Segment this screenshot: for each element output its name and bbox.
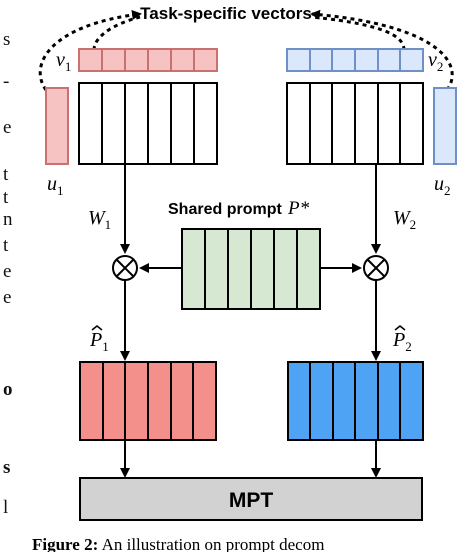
svg-text:P2: P2 (392, 329, 412, 354)
left-margin-char: l (3, 497, 9, 518)
left-margin-char: e (3, 117, 12, 138)
v2-vector (286, 48, 424, 72)
mpt-block (79, 477, 423, 521)
v1-vector (78, 48, 218, 72)
left-margin-char: e (3, 287, 12, 308)
shared-prompt-block (181, 228, 321, 310)
u1-label: u1 (47, 173, 64, 198)
multiply-icon-left (112, 255, 138, 281)
svg-text:P1: P1 (89, 329, 109, 354)
v1-label: v1 (56, 49, 71, 74)
left-margin-char: t (3, 164, 9, 185)
w1-label: W1 (88, 207, 111, 232)
dotted-arc-right-inner (311, 15, 406, 51)
left-margin-char: s (3, 29, 11, 50)
left-margin-char: t (3, 235, 9, 256)
u2-label: u2 (434, 173, 451, 198)
v2-label: v2 (428, 49, 443, 74)
p2-block (287, 361, 424, 441)
u1-vector (45, 87, 69, 165)
shared-prompt-symbol: P* (287, 198, 310, 219)
p2-hat-label: P2 (392, 325, 412, 354)
left-margin-char: t (3, 187, 9, 208)
p1-block (79, 361, 217, 441)
u2-vector (433, 87, 457, 165)
w2-label: W2 (393, 207, 416, 232)
left-margin-char: n (3, 209, 13, 230)
w1-matrix (78, 82, 218, 165)
p1-hat-label: P1 (89, 325, 109, 354)
shared-prompt-label: Shared prompt (168, 201, 282, 218)
mpt-label: MPT (229, 489, 274, 512)
task-specific-vectors-title: Task-specific vectors (140, 4, 312, 23)
multiply-icon-right (363, 255, 389, 281)
dotted-arc-left-inner (92, 15, 141, 51)
left-margin-char: - (3, 71, 10, 92)
w2-matrix (286, 82, 424, 165)
dotted-arc-left-outer (38, 10, 142, 91)
dotted-arc-right-outer (310, 9, 454, 91)
left-margin-char: o (3, 379, 13, 400)
left-margin-char: s (3, 457, 11, 478)
left-margin-char: e (3, 261, 12, 282)
figure-caption: Figure 2: An illustration on prompt deco… (32, 535, 324, 552)
